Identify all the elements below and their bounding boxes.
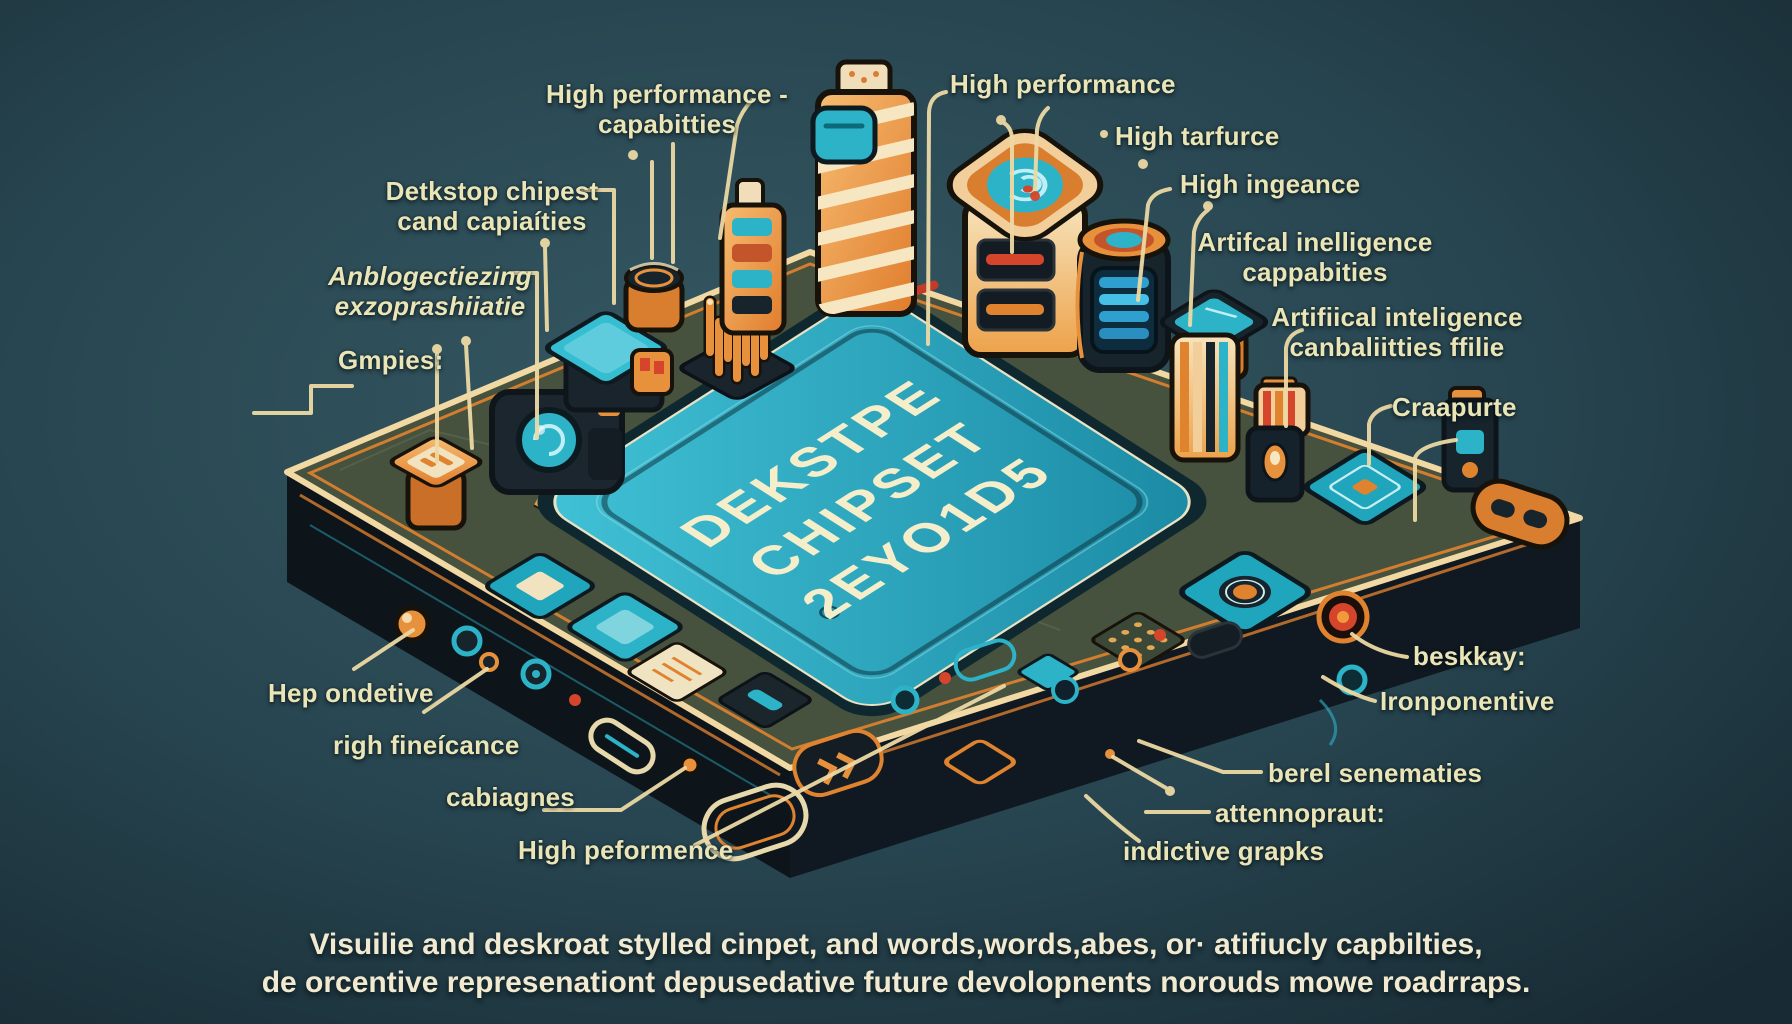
board-components: [485, 449, 1427, 729]
capacitor-small: [623, 262, 685, 333]
callout-label-craapurte: Craapurte: [1392, 392, 1517, 422]
callout-label-high-tarfurce: High tarfurce: [1115, 121, 1280, 151]
callout-label-attennopraut: attennopraut:: [1215, 798, 1386, 828]
callout-label-berel-senematies: berel senematies: [1268, 758, 1483, 788]
tower-dark-cylinder: [1075, 218, 1171, 373]
callout-label-high-performance: High performance: [950, 69, 1176, 99]
fan-component: [1179, 551, 1311, 633]
matchbox-cube: [1253, 376, 1311, 438]
bottom-caption: Visuilie and deskroat stylled cinpet, an…: [0, 926, 1792, 1001]
tower-medium: [719, 178, 787, 336]
callout-label-artifcal-inelligence: Artifcal inelligence cappabities: [1197, 227, 1433, 287]
caption-line-1: Visuilie and deskroat stylled cinpet, an…: [309, 928, 1483, 961]
callout-label-high-ingeance: High ingeance: [1180, 169, 1361, 199]
callout-label-cabiagnes: cabiagnes: [446, 782, 575, 812]
callout-label-high-peformence: High peformence: [518, 835, 734, 865]
camera-box: [489, 389, 625, 495]
tower-skyscraper: [810, 59, 917, 317]
callout-label-ironponentive: Ironponentive: [1380, 686, 1555, 716]
tower-striped: [1169, 332, 1241, 463]
callout-label-indictive-grapks: indictive grapks: [1123, 836, 1325, 866]
callout-label-artifiical-inteligence: Artifiical inteligence canbaliitties ffi…: [1271, 302, 1523, 362]
callout-label-righ-fineicance: righ fineícance: [333, 730, 520, 760]
caption-line-2: de orcentive represenationt depusedative…: [261, 965, 1531, 999]
callout-label-beskkay: beskkay:: [1413, 641, 1526, 671]
teal-chip-right: [1303, 449, 1427, 525]
callout-label-gmpies: Gmpies:: [338, 345, 444, 375]
callout-label-anblogectiezing: Anblogectiezing exzoprashiiatie: [328, 261, 532, 321]
dark-tower-oval: [1245, 425, 1305, 503]
callout-label-hep-ondetive: Hep ondetive: [268, 678, 434, 708]
callout-lines: [252, 90, 1458, 847]
corner-pill: [1470, 478, 1570, 550]
cpu-chip: DEKSTPE CHIPSET 2EYO1D5: [537, 287, 1207, 717]
callout-label-detkstop-chipest: Detkstop chipest cand capiaíties: [385, 176, 599, 236]
tower-right-small: [1441, 386, 1499, 493]
callout-label-high-performance-capabilities: High performance - capabitties: [546, 79, 788, 139]
